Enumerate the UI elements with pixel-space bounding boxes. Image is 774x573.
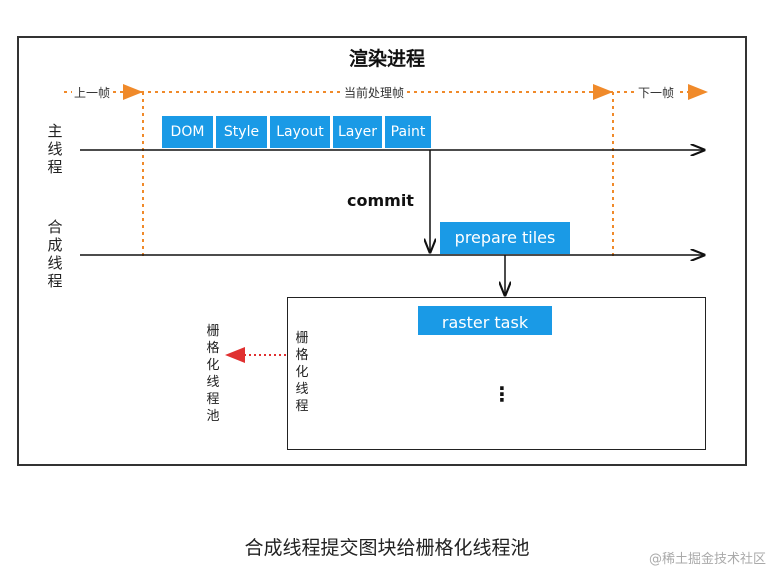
render-process-frame xyxy=(17,36,747,466)
prepare-tiles-box: prepare tiles xyxy=(440,222,570,254)
task-dom: DOM xyxy=(162,116,213,148)
raster-pool-label: 栅格化线程池 xyxy=(206,324,220,424)
compositor-thread-label: 合成线程 xyxy=(47,218,63,290)
next-frame-label: 下一帧 xyxy=(636,84,677,101)
watermark: @稀土掘金技术社区 xyxy=(648,552,766,567)
main-thread-label: 主线程 xyxy=(47,122,63,176)
commit-label: commit xyxy=(347,191,414,210)
ellipsis: ⋮ xyxy=(492,382,512,406)
task-paint: Paint xyxy=(385,116,431,148)
prev-frame-label: 上一帧 xyxy=(72,84,113,101)
raster-task-box: raster task xyxy=(418,306,552,335)
caption: 合成线程提交图块给栅格化线程池 xyxy=(244,537,530,559)
raster-thread-label: 栅格化线程 xyxy=(295,331,309,414)
task-layer: Layer xyxy=(333,116,382,148)
task-layout: Layout xyxy=(270,116,330,148)
current-frame-label: 当前处理帧 xyxy=(342,84,407,101)
diagram-title: 渲染进程 xyxy=(348,48,425,70)
task-style: Style xyxy=(216,116,267,148)
